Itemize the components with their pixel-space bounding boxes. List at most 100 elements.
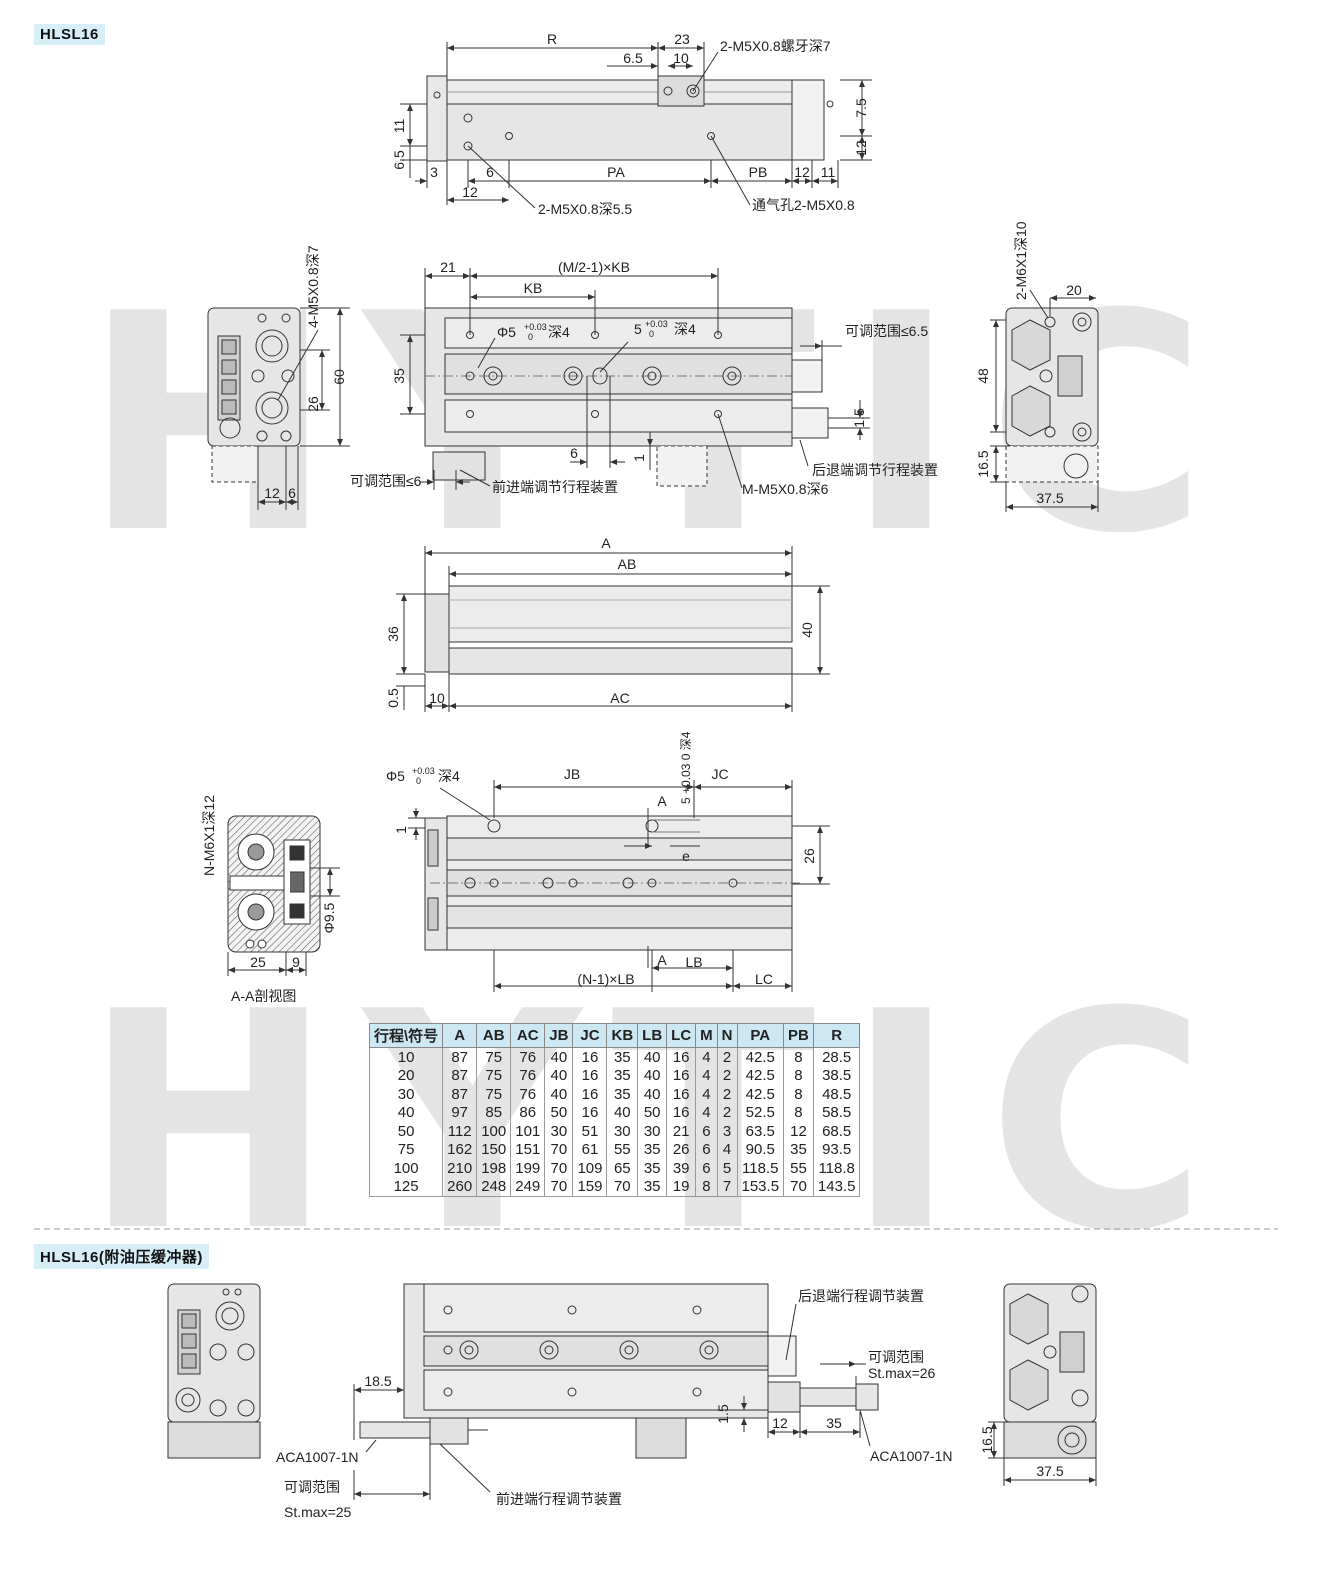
buffer-adjust-left: 可调范围: [284, 1479, 340, 1495]
hole1-tol: +0.03: [524, 322, 547, 332]
table-cell: 85: [476, 1103, 512, 1122]
table-cell: 118.5: [736, 1159, 785, 1178]
table-cell: 16: [572, 1066, 608, 1085]
table-cell: 8: [783, 1103, 814, 1122]
table-cell: 35: [606, 1085, 639, 1104]
table-cell: 248: [476, 1177, 512, 1197]
table-cell: 6: [695, 1159, 718, 1178]
hole2-tol: +0.03: [645, 319, 668, 329]
dim-pb: PB: [749, 164, 768, 180]
header-cell: LB: [637, 1023, 668, 1048]
table-cell: 40: [637, 1066, 668, 1085]
view-section: [227, 815, 340, 976]
dim-n-lb: (N-1)×LB: [577, 971, 634, 987]
dim-6-5-vert: 6.5: [391, 150, 407, 170]
table-cell: 30: [544, 1122, 574, 1141]
view-buffer-labels: 后退端行程调节装置 可调范围 St.max=26 18.5 1.5 12 35 …: [276, 1288, 1064, 1520]
section-caption: A-A剖视图: [231, 988, 296, 1004]
table-cell: 40: [544, 1085, 574, 1104]
dim-60: 60: [331, 369, 347, 385]
buffer-aca-right: ACA1007-1N: [870, 1448, 953, 1464]
table-cell: 3: [716, 1122, 738, 1141]
dim-12-bottom: 12: [794, 164, 810, 180]
dim-11-bottom: 11: [821, 164, 836, 180]
table-cell: 112: [442, 1122, 478, 1141]
dim-11: 11: [391, 119, 407, 134]
table-cell: 12: [783, 1122, 814, 1141]
table-cell: 87: [442, 1066, 478, 1085]
buffer-front-label: 前进端行程调节装置: [496, 1491, 622, 1507]
dim-jb: JB: [564, 766, 580, 782]
header-cell: KB: [606, 1023, 639, 1048]
table-cell: 75: [476, 1066, 512, 1085]
buffer-stmax-25: St.max=25: [284, 1504, 352, 1520]
table-cell: 35: [606, 1047, 639, 1067]
table-cell: 40: [606, 1103, 639, 1122]
view-body-middle: [400, 268, 870, 490]
table-cell: 19: [666, 1177, 697, 1197]
dim-10: 10: [673, 50, 689, 66]
section-left-note: N-M6X1深12: [201, 795, 217, 876]
buffer-dim-16-5: 16.5: [979, 1426, 995, 1453]
dim-40: 40: [799, 622, 815, 638]
dim-9: 9: [292, 954, 300, 970]
bottom-hole-depth: 深4: [438, 768, 460, 784]
dim-25: 25: [250, 954, 266, 970]
table-cell: 75: [476, 1085, 512, 1104]
dim-21: 21: [440, 259, 456, 275]
table-cell: 42.5: [736, 1066, 785, 1085]
label-a-top: A: [657, 793, 667, 809]
table-cell: 87: [442, 1047, 478, 1067]
table-cell: 6: [695, 1122, 718, 1141]
bottom-hole-note: Φ5: [386, 768, 405, 784]
dim-pa: PA: [607, 164, 625, 180]
dim-26: 26: [305, 396, 321, 412]
dim-a: A: [601, 535, 611, 551]
dim-26-bottom-view: 26: [801, 848, 817, 864]
dim-20: 20: [1066, 282, 1082, 298]
view-buffer-left-end: [167, 1283, 261, 1459]
view-top-labels: R 23 6.5 10 2-M5X0.8螺牙深7 7.5 12 11 6.5 3…: [391, 31, 869, 217]
adjust-rear: 可调范围≤6.5: [845, 323, 928, 339]
bottom-hole-tol-zero: 0: [416, 776, 421, 786]
label-e: e: [682, 848, 690, 864]
adjust-front: 可调范围≤6: [350, 473, 422, 489]
dim-23: 23: [674, 31, 690, 47]
dim-6-left: 6: [288, 485, 296, 501]
table-cell: 16: [666, 1066, 697, 1085]
table-cell: 35: [783, 1140, 814, 1159]
table-cell: 2: [716, 1103, 738, 1122]
table-cell: 51: [572, 1122, 608, 1141]
hole2-label: 5: [634, 321, 642, 337]
header-cell: AC: [510, 1023, 546, 1048]
table-cell: 8: [783, 1047, 814, 1067]
table-cell: 70: [606, 1177, 639, 1197]
spec-table: 行程\符号 A AB AC JB JC KB LB LC M N PA PB R…: [368, 1023, 861, 1197]
table-cell: 86: [510, 1103, 546, 1122]
dim-r: R: [547, 31, 557, 47]
spec-table-header: 行程\符号 A AB AC JB JC KB LB LC M N PA PB R: [368, 1023, 861, 1048]
dim-3: 3: [430, 164, 438, 180]
table-cell: 4: [695, 1066, 718, 1085]
table-cell: 100: [368, 1159, 444, 1178]
buffer-stmax-26: St.max=26: [868, 1365, 936, 1381]
table-cell: 65: [606, 1159, 639, 1178]
table-cell: 35: [606, 1066, 639, 1085]
table-cell: 20: [368, 1066, 444, 1085]
note-m: M-M5X0.8深6: [742, 481, 829, 497]
view-buffer-body: [353, 1283, 879, 1500]
table-cell: 61: [572, 1140, 608, 1159]
header-cell: PB: [783, 1023, 814, 1048]
table-cell: 50: [637, 1103, 668, 1122]
table-cell: 198: [476, 1159, 512, 1178]
dim-6-middle: 6: [570, 445, 578, 461]
table-cell: 5: [716, 1159, 738, 1178]
hole1-depth: 深4: [548, 324, 570, 340]
table-cell: 55: [606, 1140, 639, 1159]
table-cell: 260: [442, 1177, 478, 1197]
table-cell: 2: [716, 1085, 738, 1104]
buffer-rear-label: 后退端行程调节装置: [798, 1288, 924, 1304]
